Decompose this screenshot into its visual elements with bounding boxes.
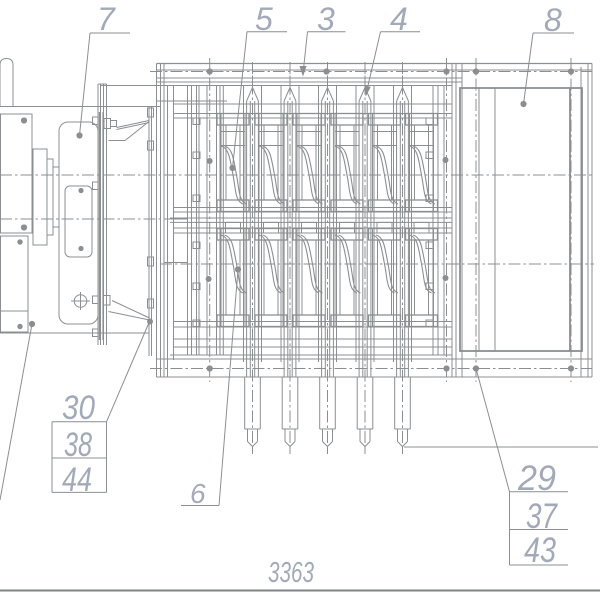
svg-text:6: 6	[190, 478, 206, 509]
svg-text:8: 8	[544, 2, 562, 38]
svg-text:30: 30	[62, 389, 95, 427]
svg-text:7: 7	[97, 1, 116, 37]
svg-text:37: 37	[526, 497, 558, 536]
svg-text:4: 4	[390, 1, 408, 37]
svg-text:43: 43	[524, 531, 556, 570]
svg-text:38: 38	[64, 426, 92, 464]
svg-text:44: 44	[62, 461, 92, 499]
svg-text:3: 3	[317, 1, 335, 37]
svg-text:5: 5	[255, 1, 273, 37]
svg-text:29: 29	[517, 459, 556, 498]
svg-text:3363: 3363	[268, 557, 314, 589]
